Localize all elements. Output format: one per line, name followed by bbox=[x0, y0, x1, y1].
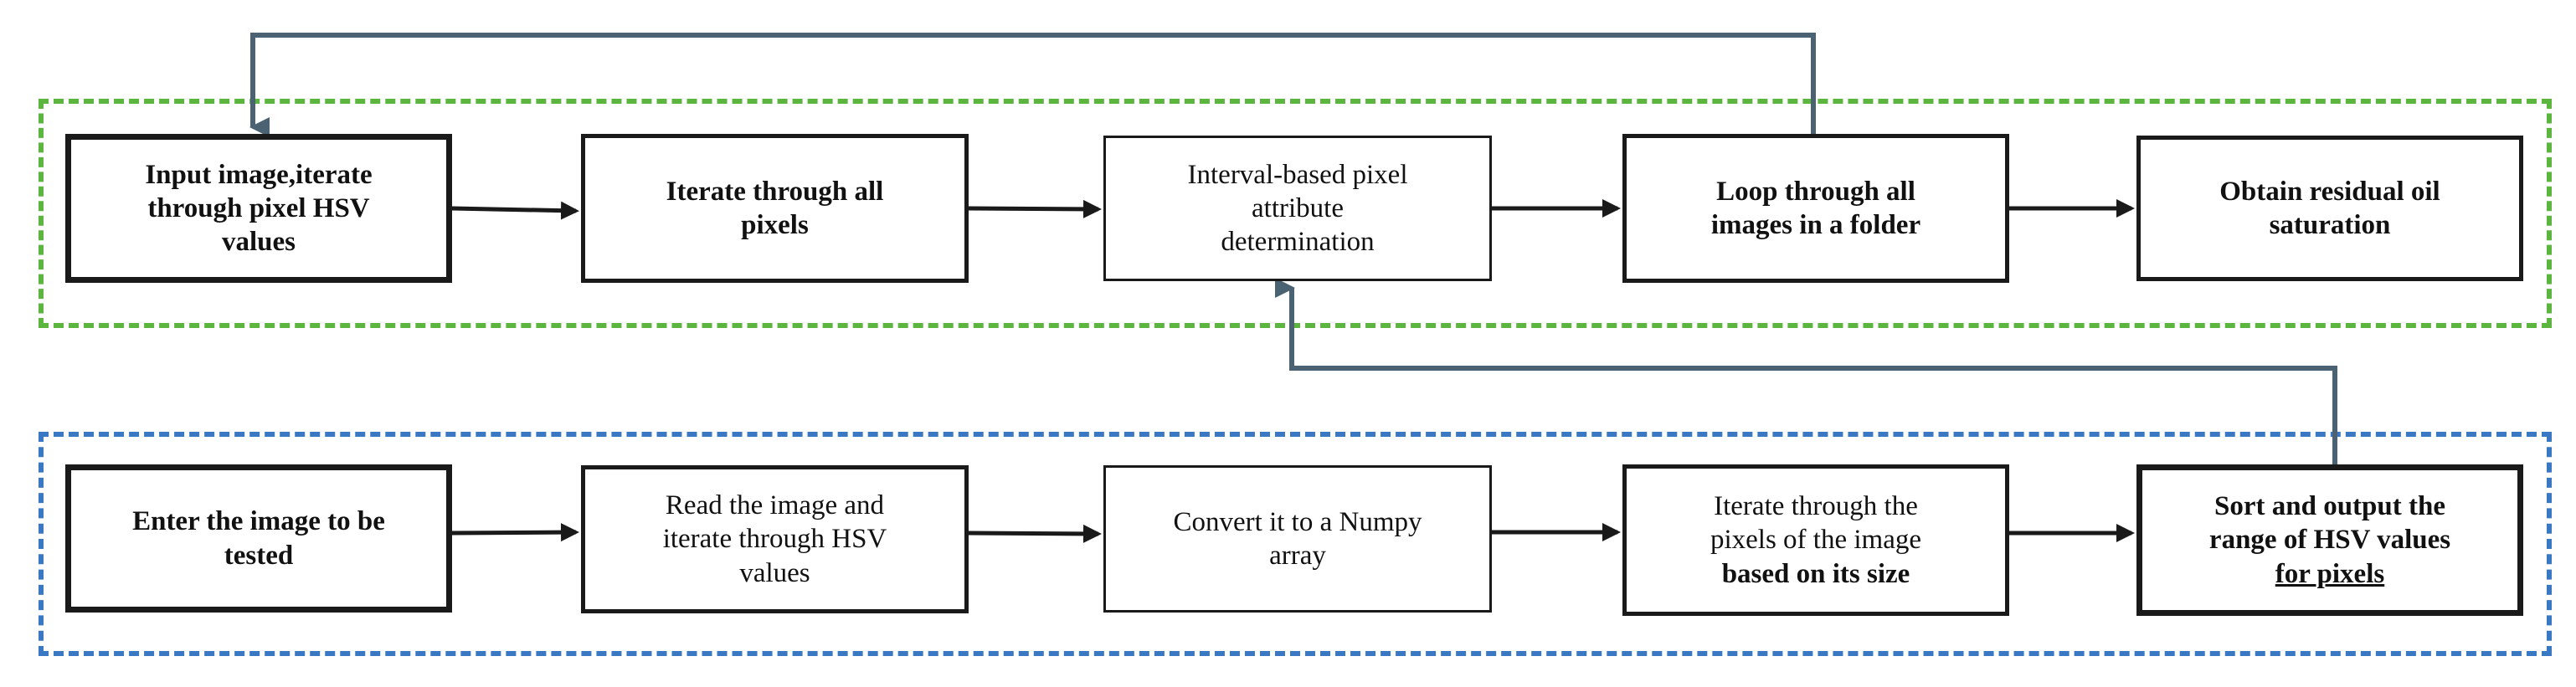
loop-folder-line1: Loop through all bbox=[1716, 176, 1915, 207]
input-image-line2: through pixel HSV bbox=[147, 192, 370, 223]
arrow-input-to-iterate bbox=[451, 201, 579, 220]
iterate-size-line3: based on its size bbox=[1721, 558, 1910, 589]
bottom-process-group bbox=[39, 432, 2552, 656]
iterate-size-line2: pixels of the image bbox=[1710, 525, 1921, 556]
sort-output-line1: Sort and output the bbox=[2214, 491, 2445, 522]
arrow-read-to-convert bbox=[968, 524, 1102, 543]
interval-determination-step: Interval-based pixel attribute determina… bbox=[1103, 136, 1492, 281]
read-image-line3: values bbox=[739, 557, 810, 588]
arrow-iterate-to-interval bbox=[968, 199, 1102, 218]
read-image-step: Read the image and iterate through HSV v… bbox=[581, 465, 969, 613]
top-process-group bbox=[39, 99, 2552, 328]
sort-output-line3: for pixels bbox=[2275, 558, 2385, 589]
enter-image-step: Enter the image to be tested bbox=[65, 464, 452, 613]
sort-output-line2: range of HSV values bbox=[2208, 525, 2451, 556]
arrow-enter-to-read bbox=[451, 523, 579, 542]
feedback-loop-to-input bbox=[249, 33, 1816, 137]
convert-line1: Convert it to a Numpy bbox=[1173, 506, 1422, 537]
convert-line2: array bbox=[1269, 541, 1326, 571]
obtain-saturation-step: Obtain residual oil saturation bbox=[2136, 136, 2523, 281]
interval-line1: Interval-based pixel bbox=[1187, 159, 1408, 190]
read-image-line1: Read the image and bbox=[665, 490, 885, 521]
enter-image-line2: tested bbox=[224, 540, 294, 571]
interval-line2: attribute bbox=[1252, 192, 1344, 223]
obtain-line2: saturation bbox=[2269, 210, 2391, 240]
iterate-pixels-line2: pixels bbox=[741, 210, 809, 240]
iterate-size-line1: Iterate through the bbox=[1714, 491, 1918, 522]
interval-line3: determination bbox=[1221, 227, 1375, 258]
feedback-sort-to-interval bbox=[1275, 278, 2337, 464]
enter-image-line1: Enter the image to be bbox=[132, 506, 385, 537]
loop-folder-step: Loop through all images in a folder bbox=[1622, 134, 2009, 283]
loop-folder-line2: images in a folder bbox=[1710, 210, 1921, 240]
input-image-line3: values bbox=[221, 227, 296, 258]
iterate-pixels-step: Iterate through all pixels bbox=[581, 134, 969, 283]
iterate-pixels-line1: Iterate through all bbox=[666, 176, 884, 207]
convert-numpy-step: Convert it to a Numpy array bbox=[1103, 465, 1492, 613]
iterate-by-size-step: Iterate through the pixels of the image … bbox=[1622, 464, 2009, 616]
obtain-line1: Obtain residual oil bbox=[2219, 176, 2440, 207]
input-image-step: Input image,iterate through pixel HSV va… bbox=[65, 134, 452, 283]
input-image-line1: Input image,iterate bbox=[145, 159, 373, 190]
read-image-line2: iterate through HSV bbox=[662, 524, 887, 555]
sort-output-step: Sort and output the range of HSV values … bbox=[2136, 464, 2523, 616]
